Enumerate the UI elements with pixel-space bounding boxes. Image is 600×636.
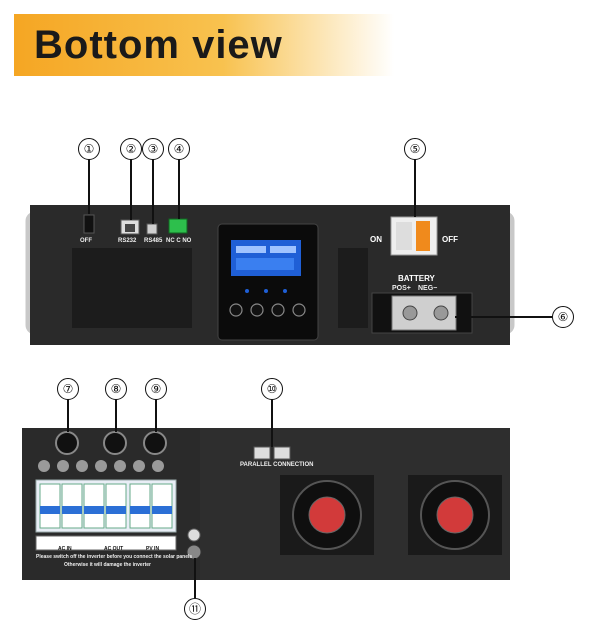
- callout-2: ②: [120, 138, 142, 160]
- ac-pv-breakers: [35, 479, 177, 533]
- callout-7: ⑦: [57, 378, 79, 400]
- parallel-port-1: [253, 446, 271, 460]
- indicator-light: [187, 528, 201, 542]
- fan-left: [280, 475, 374, 555]
- leader-4: [178, 158, 180, 219]
- pv-in-label: PV IN: [146, 546, 160, 552]
- callout-11: ⑪: [184, 598, 206, 620]
- lcd-buttons: [229, 303, 306, 317]
- rs232-label: RS232: [118, 238, 137, 244]
- dry-contact-terminal: [168, 218, 188, 234]
- callout-1: ①: [78, 138, 100, 160]
- cable-glands: [55, 431, 167, 455]
- power-switch: [83, 214, 95, 234]
- leader-6: [455, 316, 552, 318]
- dry-contact-label: NC C NO: [166, 238, 192, 244]
- warning-line-1: Please switch off the inverter before yo…: [36, 554, 193, 560]
- switch-off-label: OFF: [442, 235, 458, 244]
- leader-7: [67, 398, 69, 432]
- callout-9: ⑨: [145, 378, 167, 400]
- page-title: Bottom view: [34, 23, 283, 67]
- parallel-port-2: [273, 446, 291, 460]
- rs485-label: RS485: [144, 238, 163, 244]
- breaker-label-strip: [35, 535, 177, 551]
- off-label: OFF: [80, 238, 92, 244]
- callout-5: ⑤: [404, 138, 426, 160]
- leader-9: [155, 398, 157, 432]
- left-vent: [72, 248, 192, 328]
- callout-8: ⑧: [105, 378, 127, 400]
- leader-10: [271, 398, 273, 447]
- breaker-handle: [416, 221, 430, 251]
- callout-6: ⑥: [552, 306, 574, 328]
- callout-4: ④: [168, 138, 190, 160]
- battery-pos-label: POS+: [392, 285, 411, 292]
- leader-3: [152, 158, 154, 224]
- leader-1: [88, 158, 90, 214]
- warning-line-2: Otherwise it will damage the inverter: [64, 562, 151, 568]
- callout-3: ③: [142, 138, 164, 160]
- ac-out-label: AC OUT: [104, 546, 124, 552]
- battery-neg-label: NEG−: [418, 285, 438, 292]
- ac-in-label: AC IN: [58, 546, 72, 552]
- leader-2: [130, 158, 132, 220]
- parallel-connection-label: PARALLEL CONNECTION: [240, 462, 314, 468]
- rs485-port: [146, 223, 158, 235]
- leader-5: [414, 158, 416, 217]
- callout-10: ⑩: [261, 378, 283, 400]
- switch-on-label: ON: [370, 235, 382, 244]
- title-banner: [14, 14, 394, 76]
- leader-8: [115, 398, 117, 432]
- right-vent: [338, 248, 368, 328]
- fan-right: [408, 475, 502, 555]
- leader-11: [194, 558, 196, 598]
- battery-label: BATTERY: [398, 274, 435, 283]
